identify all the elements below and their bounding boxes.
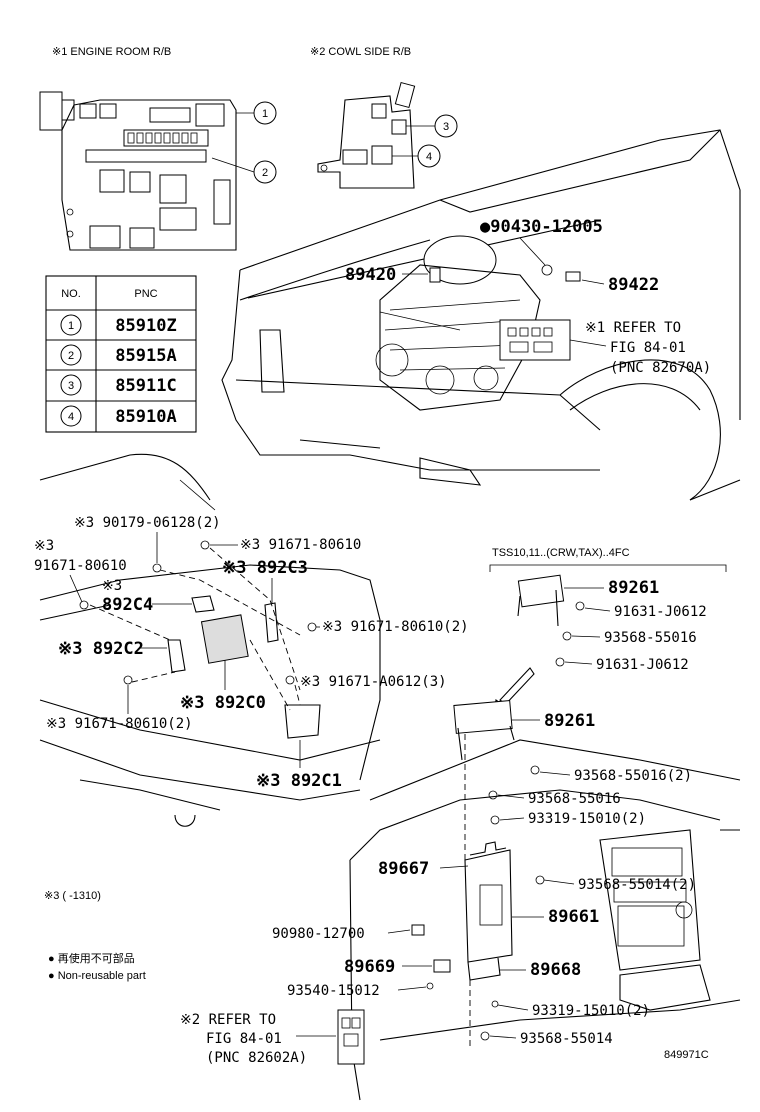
sensor-assemblies bbox=[79, 540, 321, 739]
pnc-row-2-value: 85915A bbox=[115, 346, 176, 366]
rear-dashed-leaders bbox=[89, 547, 301, 711]
label-91671-80610-left-ref: ※3 bbox=[34, 538, 54, 554]
label-93568-55016-2: 93568-55016(2) bbox=[574, 768, 692, 784]
callout-3-label: 3 bbox=[443, 121, 449, 133]
callout-2-circle bbox=[253, 160, 277, 184]
legend-non-reusable-en: ● Non-reusable part bbox=[48, 970, 146, 982]
refer-to-84-01-b-line-1: ※2 REFER TO bbox=[180, 1012, 276, 1028]
cowl-side-rb-small bbox=[337, 1009, 365, 1065]
label-93319-15010-b: 93319-15010(2) bbox=[532, 1003, 650, 1019]
pnc-table: NO. PNC 1 85910Z 2 85915A 3 85911C 4 859… bbox=[45, 275, 197, 433]
label-91631-J0612-b: 91631-J0612 bbox=[596, 657, 689, 673]
label-93540-15012: 93540-15012 bbox=[287, 983, 380, 999]
refer-to-84-01-line-2: FIG 84-01 bbox=[610, 340, 686, 356]
label-892C4: 892C4 bbox=[102, 595, 153, 615]
vehicle-front-drawing bbox=[221, 129, 741, 501]
pnc-row-3-value: 85911C bbox=[115, 376, 176, 396]
label-93568-55016-b: 93568-55016 bbox=[528, 791, 621, 807]
label-91671-80610-lower: ※3 91671-80610(2) bbox=[46, 716, 193, 732]
label-90179-06128: ※3 90179-06128(2) bbox=[74, 515, 221, 531]
refer-to-84-01-line-3: (PNC 82670A) bbox=[610, 360, 711, 376]
pnc-table-header-pnc: PNC bbox=[134, 288, 157, 300]
label-89261-lower: 89261 bbox=[544, 711, 595, 731]
refer-to-84-01-b-line-3: (PNC 82602A) bbox=[206, 1050, 307, 1066]
label-91671-80610-upper: ※3 91671-80610 bbox=[240, 537, 361, 553]
pnc-row-4-no: 4 bbox=[68, 411, 74, 423]
callout-1-label: 1 bbox=[262, 108, 268, 120]
pnc-table-header-no: NO. bbox=[61, 288, 81, 300]
label-89661: 89661 bbox=[548, 907, 599, 927]
label-93568-55016-a: 93568-55016 bbox=[604, 630, 697, 646]
legend-non-reusable-jp: ● 再使用不可部品 bbox=[48, 951, 135, 965]
pnc-row-1-no: 1 bbox=[68, 320, 74, 332]
engine-drawing bbox=[375, 235, 571, 411]
callout-4-circle bbox=[417, 144, 441, 168]
label-91631-J0612-a: 91631-J0612 bbox=[614, 604, 707, 620]
label-91671-A0612: ※3 91671-A0612(3) bbox=[300, 674, 447, 690]
callout-1-circle bbox=[253, 101, 277, 125]
pnc-row-4-value: 85910A bbox=[115, 407, 176, 427]
label-90980-12700: 90980-12700 bbox=[272, 926, 365, 942]
label-93568-55014: 93568-55014 bbox=[520, 1031, 613, 1047]
label-892C2: ※3 892C2 bbox=[58, 639, 144, 659]
label-89420: 89420 bbox=[345, 265, 396, 285]
note-3-range: ※3 ( -1310) bbox=[44, 890, 101, 902]
module-89261-lower bbox=[453, 700, 545, 885]
label-89667: 89667 bbox=[378, 859, 429, 879]
label-89669: 89669 bbox=[344, 957, 395, 977]
callout-2-label: 2 bbox=[262, 167, 268, 179]
pnc-row-3-no: 3 bbox=[68, 380, 74, 392]
engine-room-relay-block bbox=[39, 91, 237, 251]
label-892C3: ※3 892C3 bbox=[222, 558, 308, 578]
label-91671-80610-middle: ※3 91671-80610(2) bbox=[322, 619, 469, 635]
tss-condition-label: TSS10,11..(CRW,TAX)..4FC bbox=[492, 547, 630, 559]
label-93568-55014-2: 93568-55014(2) bbox=[578, 877, 696, 893]
pnc-row-1-value: 85910Z bbox=[115, 316, 176, 336]
refer-to-84-01-line-1: ※1 REFER TO bbox=[585, 320, 681, 336]
dashboard-drawing bbox=[349, 739, 741, 1101]
label-892C0: ※3 892C0 bbox=[180, 693, 266, 713]
module-89261-upper bbox=[517, 574, 585, 667]
pnc-row-2-no: 2 bbox=[68, 350, 74, 362]
ecu-89661 bbox=[411, 841, 513, 1041]
label-89261-upper: 89261 bbox=[608, 578, 659, 598]
cowl-side-rb-header: ※2 COWL SIDE R/B bbox=[310, 46, 411, 58]
label-89668: 89668 bbox=[530, 960, 581, 980]
callout-3-circle bbox=[434, 114, 458, 138]
label-91671-80610-left: 91671-80610 bbox=[34, 558, 127, 574]
figure-code: 849971C bbox=[664, 1049, 709, 1061]
refer-to-84-01-b-line-2: FIG 84-01 bbox=[206, 1031, 282, 1047]
callout-4-label: 4 bbox=[426, 151, 432, 163]
cowl-side-relay-block bbox=[317, 81, 416, 189]
engine-room-rb-header: ※1 ENGINE ROOM R/B bbox=[52, 46, 171, 58]
label-89422: 89422 bbox=[608, 275, 659, 295]
rear-bumper-drawing bbox=[39, 453, 381, 827]
label-90430-12005: ●90430-12005 bbox=[480, 217, 603, 237]
label-93319-15010-a: 93319-15010(2) bbox=[528, 811, 646, 827]
label-892C4-ref: ※3 bbox=[102, 578, 122, 594]
label-892C1: ※3 892C1 bbox=[256, 771, 342, 791]
